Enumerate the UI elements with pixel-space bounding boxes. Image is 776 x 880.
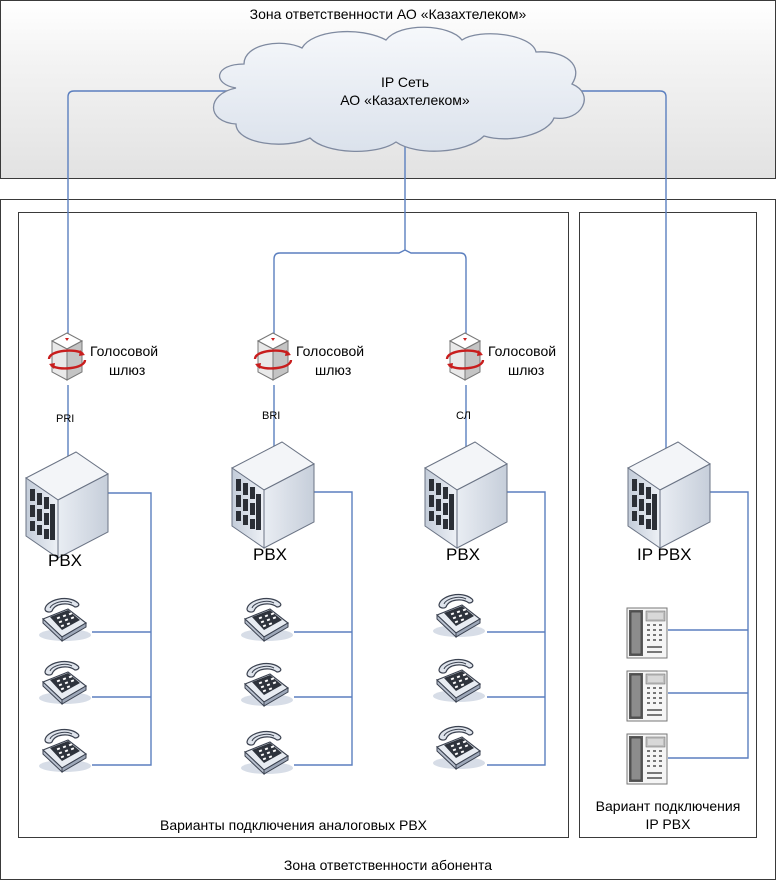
ip-group-label-line2: IP PBX [645,816,691,832]
gateway-label-line1: Голосовой [296,343,365,359]
ip-group-label-line1: Вариант подключения [595,798,741,814]
port-label: СЛ [456,410,471,422]
port-label: BRI [262,410,281,422]
pbx-label: PBX [446,545,481,564]
operator-zone-title: Зона ответственности АО «Казахтелеком» [249,6,527,22]
gateway-label-line1: Голосовой [488,343,557,359]
pbx-label: PBX [253,545,288,564]
analog-group-label: Варианты подключения аналоговых PBX [160,817,427,833]
ip-phone-icon [626,607,668,659]
ip-pbx-label: IP PBX [637,545,692,564]
connection-lines [67,90,749,766]
voice-gateway-icon [253,331,293,382]
voice-gateway-icon [47,331,87,382]
ip-phone-icon [626,733,668,785]
cloud-icon [212,26,585,152]
subscriber-zone-title: Зона ответственности абонента [283,857,493,873]
pbx-label: PBX [48,551,83,570]
ip-phone-icon [626,670,668,722]
voice-gateway-icon [445,331,485,382]
cloud-title-line2: АО «Казахтелеком» [340,92,470,108]
port-label: PRI [56,413,75,425]
gateway-label-line2: шлюз [315,362,352,378]
gateway-label-line2: шлюз [109,362,146,378]
gateway-label-line1: Голосовой [90,343,159,359]
gateway-label-line2: шлюз [508,362,545,378]
cloud-title-line1: IP Сеть [380,74,429,90]
